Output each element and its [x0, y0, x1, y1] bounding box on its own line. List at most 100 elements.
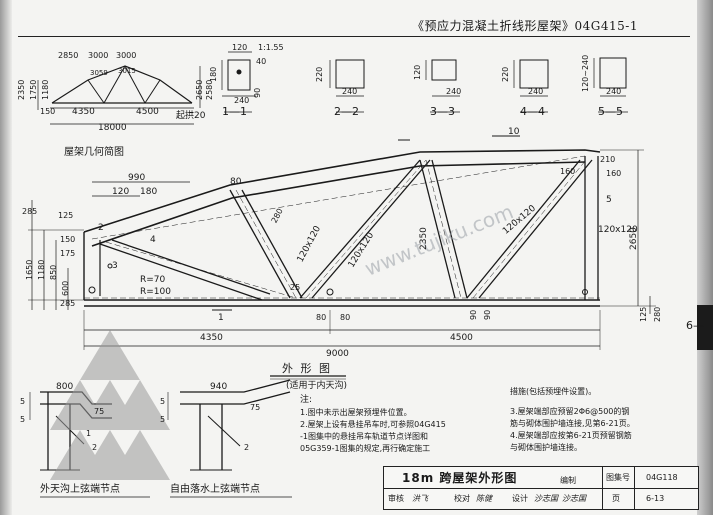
note-4b: 与砌体围护墙连接。 — [510, 443, 582, 452]
detail2-mark-2: 2 — [244, 443, 250, 452]
main-left-175: 175 — [60, 249, 76, 258]
note-2a: 2.屋架上设有悬挂吊车时,可参照04G415 — [300, 420, 446, 429]
detail2-dim-940: 940 — [210, 382, 228, 392]
sketch-diag-1: 3059 — [90, 69, 108, 77]
sec3-dim-120: 120 — [413, 64, 422, 80]
section-1-label: 1—1 — [222, 105, 247, 118]
sec5-dim-height: 120~240 — [581, 54, 590, 92]
sketch-height-3: 1180 — [41, 79, 50, 100]
reviewer-signature: 洪飞 — [412, 494, 428, 503]
drawing-title: 18m 跨屋架外形图 — [402, 471, 518, 485]
sketch-title: 屋架几何简图 — [64, 147, 124, 158]
section-2-label: 2—2 — [334, 105, 359, 118]
sec1-dim-40: 40 — [256, 57, 267, 66]
sec3-dim-240: 240 — [446, 87, 462, 96]
sec2-dim-240: 240 — [342, 87, 358, 96]
reviewer-label: 审核 — [388, 494, 404, 503]
main-dim-120: 120 — [112, 187, 130, 197]
detail1-mark-1: 1 — [86, 429, 92, 438]
detail1-dim-5b: 5 — [20, 415, 26, 424]
bottom-25: 25 — [290, 283, 301, 292]
detail2-title: 自由落水上弦端节点 — [170, 484, 260, 495]
section-5-label: 5—5 — [598, 105, 623, 118]
sketch-height-right-2: 2580 — [205, 79, 214, 100]
bottom-90-2: 90 — [483, 309, 492, 320]
section-tab[interactable] — [697, 305, 713, 350]
section-3-label: 3—3 — [430, 105, 455, 118]
sketch-dim-bottom-2: 4500 — [136, 107, 159, 117]
main-left-600: 600 — [61, 280, 70, 296]
height-2650: 2650 — [629, 227, 639, 250]
radius-70: R=70 — [140, 275, 166, 285]
section-mark-3: 3 — [112, 261, 118, 271]
sketch-height-2: 1750 — [29, 79, 38, 100]
page-edge-shadow — [697, 0, 713, 515]
detail1-mark-2: 2 — [92, 443, 98, 452]
bottom-80-2: 80 — [340, 313, 351, 322]
radius-100: R=100 — [140, 287, 171, 297]
page-header-title: 《预应力混凝土折线形屋架》04G415-1 — [412, 19, 638, 33]
title-block: 18m 跨屋架外形图 图集号 04G118 页 6-13 审核 洪飞 校对 陈健… — [383, 466, 699, 510]
main-drawing-subtitle: (适用于内天沟) — [286, 381, 348, 391]
title-block-vline-2 — [634, 467, 635, 509]
sketch-height-right-1: 2650 — [195, 79, 204, 100]
section-mark-4: 4 — [150, 235, 156, 245]
notes-heading: 注: — [300, 395, 313, 405]
bottom-80-1: 80 — [316, 313, 327, 322]
note-2b: -1图集中的悬挂吊车轨道节点详图和 — [300, 432, 428, 441]
span-dim-4500: 4500 — [450, 333, 473, 343]
sec4-dim-240: 240 — [528, 87, 544, 96]
note-2d: 措施(包括预埋件设置)。 — [510, 387, 597, 396]
sec4-dim-220: 220 — [501, 66, 510, 82]
note-1: 1.图中未示出屋架预埋件位置。 — [300, 408, 412, 417]
sec1-dim-240: 240 — [234, 96, 250, 105]
right-280: 280 — [653, 306, 662, 322]
side-tab-label: 6— — [686, 319, 704, 332]
section-mark-1: 1 — [218, 313, 224, 323]
section-mark-10: 10 — [508, 127, 520, 137]
title-block-vline-1 — [602, 467, 603, 509]
binding-shadow — [0, 0, 12, 515]
sketch-dim-bottom-1: 4350 — [72, 107, 95, 117]
checker-label: 校对 — [454, 494, 470, 503]
sketch-dim-top-1: 2850 — [58, 51, 79, 60]
detail1-dim-75: 75 — [94, 407, 105, 416]
main-dim-990: 990 — [128, 173, 146, 183]
main-dim-180: 180 — [140, 187, 158, 197]
sec2-dim-220: 220 — [315, 66, 324, 82]
detail1-dim-800: 800 — [56, 382, 74, 392]
sec1-dim-120: 120 — [232, 43, 248, 52]
sec1-slope: 1:1.55 — [258, 43, 284, 52]
sec5-dim-240: 240 — [606, 87, 622, 96]
main-left-285-top: 285 — [22, 207, 38, 216]
note-3b: 筋与砌体围护墙连接,见第6-21页。 — [510, 419, 635, 428]
main-left-285-bottom: 285 — [60, 299, 76, 308]
note-2c: 05G359-1图集的规定,再行确定施工 — [300, 444, 431, 453]
sketch-dim-top-3: 3000 — [116, 51, 137, 60]
main-left-850: 850 — [49, 264, 58, 280]
drafter-label: 编制 — [560, 476, 576, 485]
sec1-dim-180: 180 — [209, 66, 218, 82]
height-2350: 2350 — [419, 227, 429, 250]
detail2-dim-75: 75 — [250, 403, 261, 412]
checker-signature: 陈健 — [476, 494, 492, 503]
detail1-dim-5a: 5 — [20, 397, 26, 406]
bottom-90-1: 90 — [469, 309, 478, 320]
section-mark-2: 2 — [98, 223, 104, 233]
section-mark-5: 5 — [606, 195, 612, 205]
drafter-signature: 沙志国 — [562, 494, 586, 503]
node-210: 210 — [600, 155, 616, 164]
designer-signature: 沙志国 — [534, 494, 558, 503]
main-drawing-title: 外 形 图 — [282, 362, 332, 375]
main-left-1180: 1180 — [37, 259, 46, 280]
designer-label: 设计 — [512, 494, 528, 503]
main-left-1650: 1650 — [25, 259, 34, 280]
sketch-camber: 起拱20 — [176, 111, 206, 121]
span-dim-4350: 4350 — [200, 333, 223, 343]
atlas-number: 04G118 — [646, 473, 678, 482]
detail2-dim-5a: 5 — [160, 397, 166, 406]
span-dim-9000: 9000 — [326, 349, 349, 359]
sketch-spacing: 150 — [40, 107, 56, 116]
